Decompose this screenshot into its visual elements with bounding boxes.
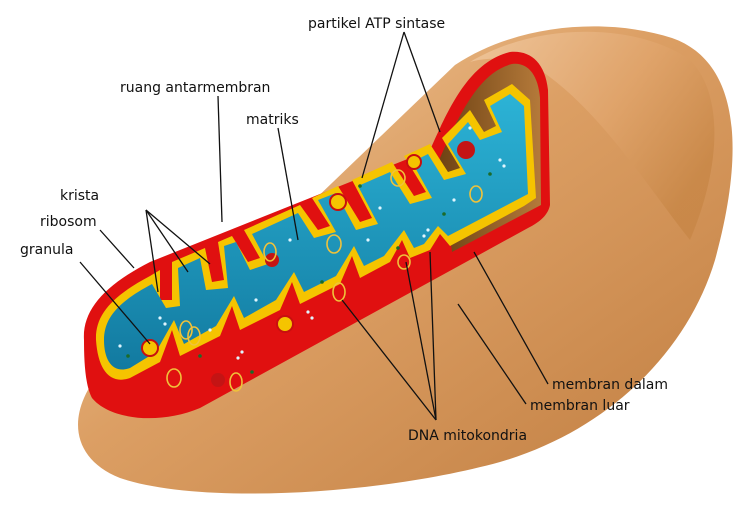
label-outer-membrane: membran luar [530, 398, 630, 414]
leader-crista-2 [145, 209, 189, 273]
leader-inner-membrane [473, 251, 549, 385]
label-ribosome: ribosom [40, 214, 97, 230]
leader-ribosome [99, 229, 135, 269]
leader-crista-1 [145, 209, 159, 293]
leader-dna-2 [405, 261, 437, 421]
leader-granule [79, 261, 151, 345]
leader-matrix [277, 127, 299, 241]
label-intermembrane-space: ruang antarmembran [120, 80, 270, 96]
label-atp-synthase: partikel ATP sintase [308, 16, 445, 32]
label-matrix: matriks [246, 112, 299, 128]
leader-outer-membrane [457, 303, 527, 405]
leader-crista-3 [145, 209, 211, 265]
matrix-particles [118, 126, 506, 360]
matrix-region [104, 94, 528, 370]
leader-atp-2 [403, 31, 441, 133]
leader-intermembrane [217, 95, 223, 223]
granule-group [141, 154, 422, 357]
matrix-dark-dots [126, 172, 492, 374]
label-mito-dna: DNA mitokondria [408, 428, 527, 444]
label-inner-membrane: membran dalam [552, 377, 668, 393]
leader-lines [79, 31, 549, 421]
mito-dna-loops [166, 169, 483, 392]
label-granule: granula [20, 242, 73, 258]
ribosome-group [211, 141, 475, 387]
label-crista: krista [60, 188, 99, 204]
leader-dna-3 [429, 251, 437, 421]
leader-atp-1 [361, 31, 405, 179]
leader-dna-1 [341, 299, 437, 421]
